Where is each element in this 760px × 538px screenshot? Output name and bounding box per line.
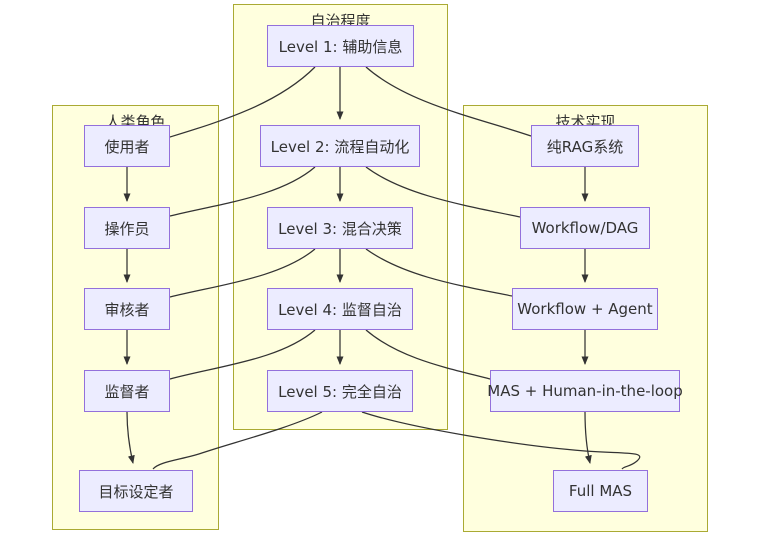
edge-l3-reviewer: [169, 248, 316, 298]
edge-l3-wfagent: [365, 248, 513, 297]
node-mas-hitl: MAS + Human-in-the-loop: [487, 370, 683, 412]
edge-l5-goalsetter: [152, 411, 323, 470]
node-level-2: Level 2: 流程自动化: [260, 125, 420, 167]
edge-l2-dag: [365, 166, 521, 218]
node-operator: 操作员: [84, 207, 170, 249]
node-pure-rag: 纯RAG系统: [531, 125, 639, 167]
node-level-3: Level 3: 混合决策: [267, 207, 413, 249]
node-goal-setter: 目标设定者: [79, 470, 193, 512]
node-reviewer: 审核者: [84, 288, 170, 330]
edge-l5-fullmas: [361, 411, 641, 470]
edge-l1-rag: [365, 66, 532, 137]
edge-l1-user: [169, 66, 316, 138]
node-level-5: Level 5: 完全自治: [267, 370, 413, 412]
node-level-4: Level 4: 监督自治: [267, 288, 413, 330]
edge-l4-mashitl: [365, 329, 491, 380]
node-workflow-dag: Workflow/DAG: [520, 207, 650, 249]
node-workflow-agent: Workflow + Agent: [512, 288, 658, 330]
node-user: 使用者: [84, 125, 170, 167]
edge-l2-operator: [169, 166, 316, 217]
node-level-1: Level 1: 辅助信息: [267, 25, 414, 67]
edge-supervisor-goalsetter: [126, 411, 135, 464]
node-full-mas: Full MAS: [553, 470, 648, 512]
node-supervisor: 监督者: [84, 370, 170, 412]
edge-l4-supervisor: [169, 329, 316, 380]
edge-mashitl-fullmas: [584, 411, 592, 464]
